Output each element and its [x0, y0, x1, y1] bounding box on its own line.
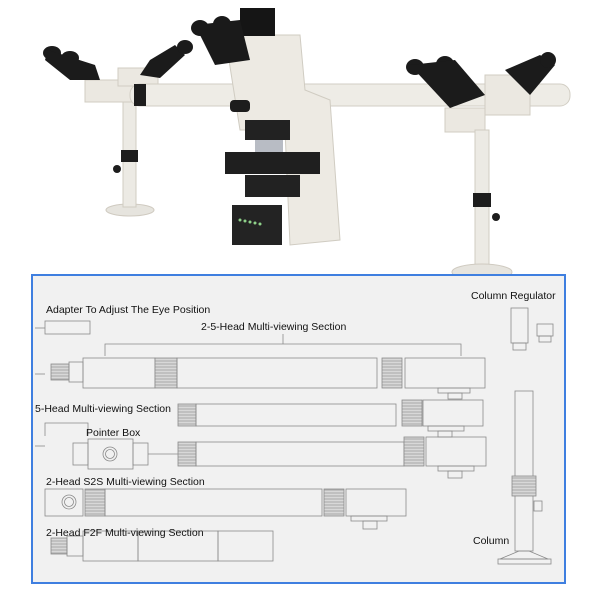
label-column-regulator: Column Regulator	[471, 290, 556, 302]
label-s2s-section: 2-Head S2S Multi-viewing Section	[46, 476, 205, 488]
label-f2f-section: 2-Head F2F Multi-viewing Section	[46, 527, 204, 539]
label-column: Column	[473, 535, 510, 547]
parts-diagram	[35, 307, 554, 565]
label-adapter: Adapter To Adjust The Eye Position	[46, 304, 211, 316]
diagram-panel: Adapter To Adjust The Eye Position 2-5-H…	[31, 274, 566, 584]
label-pointer-box: Pointer Box	[86, 427, 141, 439]
label-2-5-head-section: 2-5-Head Multi-viewing Section	[201, 321, 347, 333]
label-5-head-section: 5-Head Multi-viewing Section	[35, 403, 171, 415]
microscope-photo	[43, 8, 571, 281]
